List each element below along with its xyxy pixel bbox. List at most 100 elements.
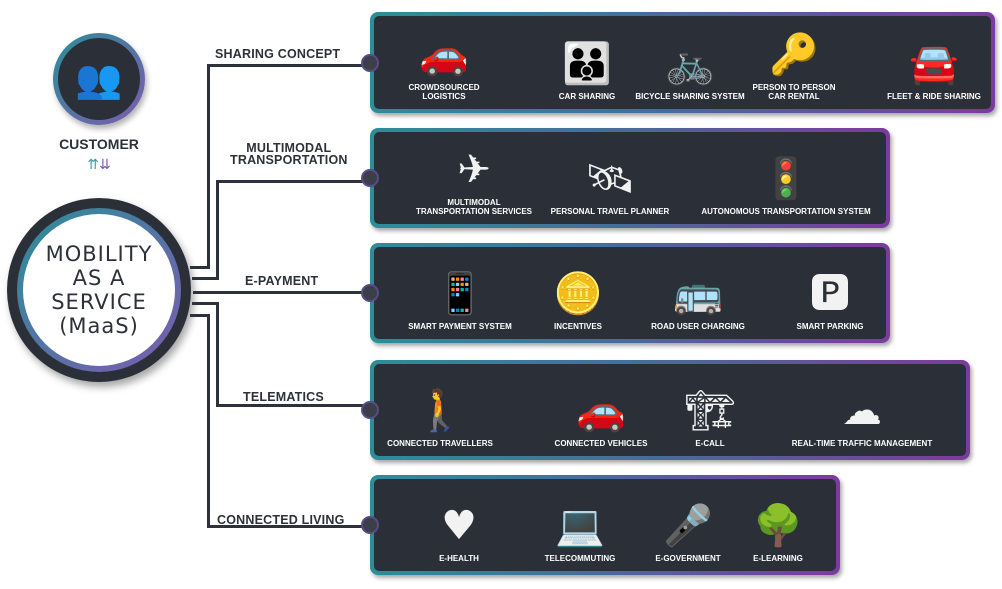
service-item: 📱 SMART PAYMENT SYSTEM: [408, 247, 512, 339]
service-item: 👪 CAR SHARING: [559, 16, 615, 109]
service-item: 🔑 PERSON TO PERSON CAR RENTAL: [753, 16, 836, 109]
service-label: AUTONOMOUS TRANSPORTATION SYSTEM: [701, 207, 871, 216]
plane-train-ship-icon: ✈: [457, 147, 491, 193]
service-item: 🚦 AUTONOMOUS TRANSPORTATION SYSTEM: [701, 132, 870, 224]
service-item: 🚌 ROAD USER CHARGING: [651, 247, 745, 339]
panel-body: 📱 SMART PAYMENT SYSTEM 🪙 INCENTIVES 🚌 ROAD US…: [374, 247, 886, 339]
center-line: AS A: [72, 266, 126, 290]
connector-node: [361, 53, 379, 72]
autonomous-car-icon: 🚦: [761, 156, 811, 202]
bidirectional-arrows-icon: ⇈⇊: [87, 157, 111, 173]
category-label: MULTIMODAL TRANSPORTATION: [230, 141, 348, 167]
service-label: E-LEARNING: [753, 554, 803, 563]
connector-line: [192, 302, 219, 305]
service-label: E-HEALTH: [439, 554, 479, 563]
panel-body: ♥ E-HEALTH 💻 TELECOMMUTING 🎤 E-GOVERNMENT 🌳 E-L…: [374, 479, 836, 571]
maas-center-circle: MOBILITY AS A SERVICE (MaaS): [7, 198, 191, 382]
category-panel: 📱 SMART PAYMENT SYSTEM 🪙 INCENTIVES 🚌 ROAD US…: [370, 243, 890, 343]
service-item: 🪙 INCENTIVES: [553, 247, 603, 339]
connector-line: [190, 314, 210, 317]
service-label: CONNECTED TRAVELLERS: [387, 439, 493, 448]
service-label: SMART PAYMENT SYSTEM: [408, 322, 512, 331]
service-item: 🚗 CONNECTED VEHICLES: [555, 364, 648, 456]
connector-line: [207, 64, 210, 269]
center-line: (MaaS): [59, 314, 139, 338]
service-item: ✈ MULTIMODAL TRANSPORTATION SERVICES: [416, 132, 532, 224]
center-line: SERVICE: [51, 290, 147, 314]
service-label: FLEET & RIDE SHARING: [887, 92, 981, 101]
category-label: SHARING CONCEPT: [215, 47, 341, 61]
bicycle-icon: 🚲: [665, 41, 715, 87]
center-line: MOBILITY: [45, 242, 153, 266]
connector-line: [216, 180, 219, 280]
desk-worker-icon: 💻: [555, 503, 605, 549]
coins-stack-icon: 🪙: [553, 271, 603, 317]
service-label: BICYCLE SHARING SYSTEM: [635, 92, 745, 101]
service-item: 🏗 E-CALL: [685, 364, 736, 456]
car-delivery-icon: 🚗: [419, 32, 469, 78]
category-panel: 🚗 CROWDSOURCED LOGISTICS 👪 CAR SHARING 🚲 BICY…: [370, 12, 995, 113]
learning-tree-icon: 🌳: [753, 503, 803, 549]
service-item: 🎤 E-GOVERNMENT: [655, 479, 720, 571]
service-item: 🚗 CROWDSOURCED LOGISTICS: [408, 16, 479, 109]
connector-line: [216, 302, 219, 406]
phone-payment-icon: 📱: [435, 271, 485, 317]
connected-cars-icon: 🚗: [576, 388, 626, 434]
car-key-icon: 🔑: [769, 32, 819, 78]
service-item: ♥ E-HEALTH: [439, 479, 479, 571]
connector-node: [361, 284, 379, 302]
connector-line: [216, 180, 365, 183]
service-item: 🌳 E-LEARNING: [753, 479, 803, 571]
podium-icon: 🎤: [663, 503, 713, 549]
service-item: 🅿 SMART PARKING: [797, 247, 864, 339]
parking-meter-icon: 🅿: [810, 271, 850, 317]
map-satellite-icon: 🛰: [584, 156, 636, 202]
service-label: REAL-TIME TRAFFIC MANAGEMENT: [791, 439, 933, 448]
service-label: CAR SHARING: [558, 92, 616, 101]
service-label: E-GOVERNMENT: [655, 554, 721, 563]
service-item: 🚶 CONNECTED TRAVELLERS: [387, 364, 493, 456]
connector-line: [192, 277, 219, 280]
panel-body: 🚶 CONNECTED TRAVELLERS 🚗 CONNECTED VEHICLES…: [374, 364, 966, 456]
category-label: TELEMATICS: [243, 390, 324, 404]
traffic-cloud-icon: ☁: [842, 388, 882, 434]
health-icon: ♥: [441, 503, 477, 549]
service-label: E-CALL: [695, 439, 725, 448]
service-label: PERSONAL TRAVEL PLANNER: [550, 207, 670, 216]
people-car-icon: 👪: [562, 41, 612, 87]
connector-line: [207, 314, 210, 527]
ride-sharing-icon: 🚘: [909, 41, 959, 87]
service-label: TELECOMMUTING: [544, 554, 616, 563]
service-label: PERSON TO PERSON CAR RENTAL: [752, 83, 836, 101]
category-panel: ♥ E-HEALTH 💻 TELECOMMUTING 🎤 E-GOVERNMENT 🌳 E-L…: [370, 475, 840, 575]
connector-line: [216, 404, 365, 407]
connector-node: [361, 401, 379, 419]
service-item: 🚲 BICYCLE SHARING SYSTEM: [635, 16, 744, 109]
connector-line: [207, 525, 365, 528]
service-item: 💻 TELECOMMUTING: [545, 479, 616, 571]
service-label: CONNECTED VEHICLES: [554, 439, 648, 448]
service-item: ☁ REAL-TIME TRAFFIC MANAGEMENT: [792, 364, 932, 456]
service-label: INCENTIVES: [553, 322, 602, 331]
service-item: 🛰 PERSONAL TRAVEL PLANNER: [551, 132, 670, 224]
panel-body: ✈ MULTIMODAL TRANSPORTATION SERVICES 🛰 PERS…: [374, 132, 886, 224]
category-label: E-PAYMENT: [245, 274, 319, 288]
bus-satellite-icon: 🚌: [673, 271, 723, 317]
customer-badge: 👥: [53, 33, 145, 125]
service-label: CROWDSOURCED LOGISTICS: [408, 83, 480, 101]
category-panel: 🚶 CONNECTED TRAVELLERS 🚗 CONNECTED VEHICLES…: [370, 360, 970, 460]
category-label: CONNECTED LIVING: [217, 513, 345, 527]
service-label: ROAD USER CHARGING: [651, 322, 745, 331]
service-label: MULTIMODAL TRANSPORTATION SERVICES: [415, 198, 533, 216]
connector-line: [193, 291, 365, 294]
customer-label: CUSTOMER: [59, 136, 139, 152]
group-people-icon: 👥: [58, 38, 140, 120]
connector-node: [361, 516, 379, 534]
panel-body: 🚗 CROWDSOURCED LOGISTICS 👪 CAR SHARING 🚲 BICY…: [374, 16, 991, 109]
connector-line: [190, 266, 210, 269]
crane-car-icon: 🏗: [684, 388, 736, 434]
travellers-icon: 🚶: [415, 388, 465, 434]
service-label: SMART PARKING: [796, 322, 864, 331]
service-item: 🚘 FLEET & RIDE SHARING: [887, 16, 981, 109]
connector-line: [207, 64, 365, 67]
